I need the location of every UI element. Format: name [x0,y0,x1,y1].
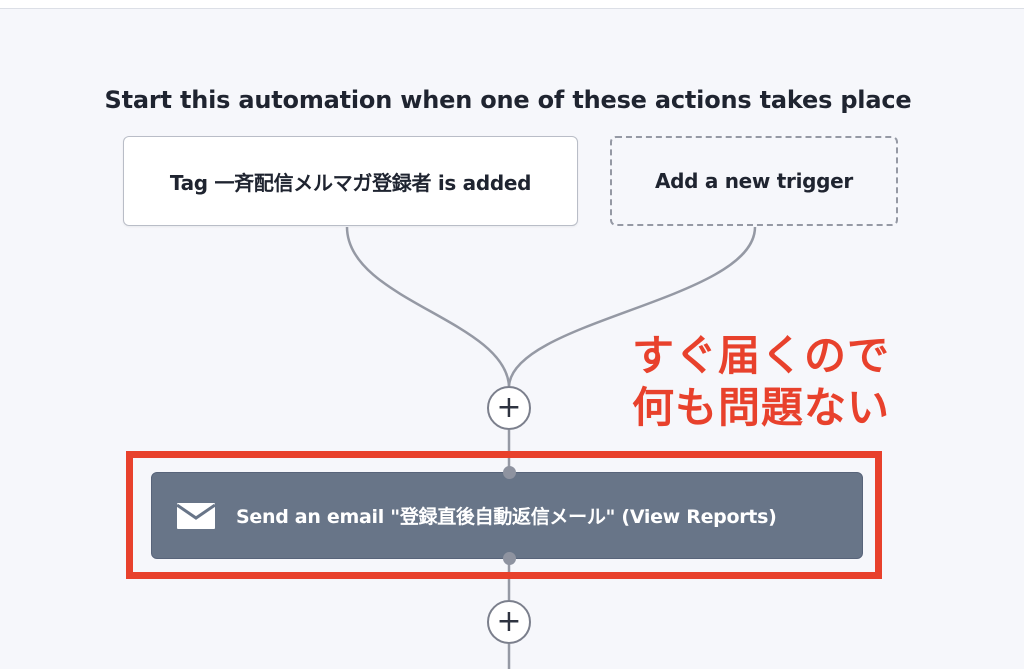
send-email-action[interactable]: Send an email "登録直後自動返信メール" (View Report… [151,472,863,559]
annotation-line-1: すぐ届くので [632,331,891,380]
add-new-trigger-button[interactable]: Add a new trigger [610,136,898,226]
connector-dot-bottom [503,552,516,565]
annotation-note: すぐ届くので 何も問題ない [632,330,890,434]
automation-start-heading: Start this automation when one of these … [104,86,912,114]
add-step-button[interactable]: + [487,386,531,430]
send-email-label: Send an email "登録直後自動返信メール" (View Report… [236,506,777,528]
envelope-icon [176,502,216,530]
highlight-frame [126,451,882,579]
add-step-button[interactable]: + [487,600,531,644]
plus-icon: + [496,390,522,425]
trigger-tag-label: Tag 一斉配信メルマガ登録者 is added [169,170,532,195]
top-bar [0,0,1024,9]
trigger-tag-added[interactable]: Tag 一斉配信メルマガ登録者 is added [123,136,578,226]
annotation-line-2: 何も問題ない [632,383,891,432]
plus-icon: + [496,604,522,639]
connector-dot-top [503,466,516,479]
add-new-trigger-label: Add a new trigger [654,169,853,193]
